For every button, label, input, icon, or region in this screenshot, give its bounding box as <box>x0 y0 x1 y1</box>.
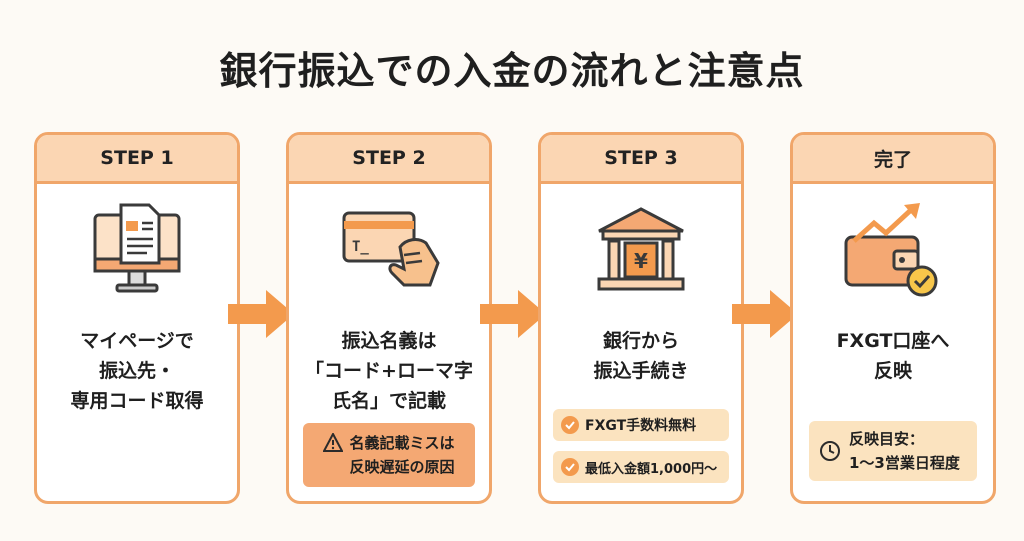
arrow-right-icon <box>480 290 546 338</box>
timing-note: 反映目安： 1〜3営業日程度 <box>809 421 977 481</box>
bank-yen-icon: ¥ <box>597 207 685 291</box>
arrow-right-icon <box>732 290 798 338</box>
arrow-right-icon <box>228 290 294 338</box>
card-hand-icon: T_ <box>342 211 440 287</box>
warning-box: 名義記載ミスは 反映遅延の原因 <box>303 423 475 487</box>
clock-icon <box>820 441 840 461</box>
page-title: 銀行振込での入金の流れと注意点 <box>219 49 805 93</box>
check-icon <box>561 416 579 434</box>
step-card-complete: 完了 FXGT口座へ 反映 反映目安： 1〜3営業日程度 <box>790 132 996 504</box>
step-header: STEP 3 <box>541 135 741 184</box>
step-card-2: STEP 2 T_ 振込名義は 「コード+ローマ字 氏名」で記載 名義記載ミスは… <box>286 132 492 504</box>
step-header: 完了 <box>793 135 993 184</box>
wallet-growth-icon <box>844 203 938 297</box>
step-description: 振込名義は 「コード+ローマ字 氏名」で記載 <box>305 330 473 412</box>
step-card-1: STEP 1 マイページで 振込先・ 専用コード取得 <box>34 132 240 504</box>
check-icon <box>561 458 579 476</box>
svg-text:¥: ¥ <box>634 249 648 273</box>
step-description: 銀行から 振込手続き <box>593 330 689 382</box>
step-description: FXGT口座へ 反映 <box>836 330 950 382</box>
step-header: STEP 1 <box>37 135 237 184</box>
step-description: マイページで 振込先・ 専用コード取得 <box>70 330 204 412</box>
warning-icon <box>323 433 344 452</box>
step-header: STEP 2 <box>289 135 489 184</box>
badge-item: 最低入金額1,000円〜 <box>553 451 729 483</box>
step-card-3: STEP 3 ¥ 銀行から 振込手続き FXGT手数料無料 最低入金額1,000… <box>538 132 744 504</box>
svg-text:T_: T_ <box>352 239 369 255</box>
badge-item: FXGT手数料無料 <box>553 409 729 441</box>
computer-document-icon <box>93 203 181 293</box>
